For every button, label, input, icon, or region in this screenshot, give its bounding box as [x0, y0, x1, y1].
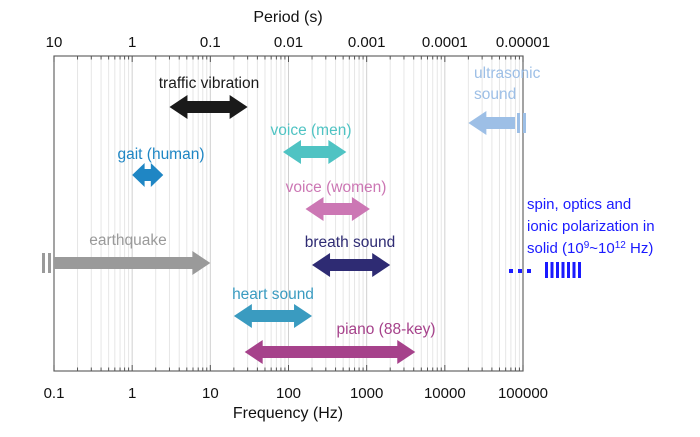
- band-tail-bar: [523, 113, 526, 133]
- top-tick-label: 0.00001: [496, 34, 550, 51]
- band-arrow: [233, 304, 313, 328]
- bottom-tick-label: 10000: [424, 385, 466, 402]
- top-tick-label: 0.0001: [422, 34, 468, 51]
- range-bar: [556, 262, 559, 278]
- side-note-line: ionic polarization in: [527, 218, 655, 235]
- bottom-axis-title: Frequency (Hz): [233, 405, 343, 422]
- ellipsis-dot: [527, 269, 531, 273]
- band-voice-women: voice (women): [286, 179, 387, 221]
- band-arrow: [54, 251, 211, 275]
- bottom-tick-label: 100: [276, 385, 301, 402]
- ellipsis-dot: [518, 269, 522, 273]
- band-breath-sound: breath sound: [305, 234, 396, 277]
- band-label: sound: [474, 86, 516, 103]
- band-label: ultrasonic: [474, 65, 541, 82]
- side-note-line: solid (109~1012 Hz): [527, 240, 653, 258]
- bottom-tick-label: 100000: [498, 385, 548, 402]
- band-arrow: [282, 140, 347, 164]
- band-label: gait (human): [117, 146, 204, 163]
- range-bar: [572, 262, 576, 278]
- side-note: spin, optics and ionic polarization in sol…: [509, 196, 655, 278]
- axis-ticks: 0.1 1 10 100 1000 10000 100000 10 1 0.1 0.01 0.001 0…: [44, 34, 551, 402]
- text-span: Hz): [626, 240, 654, 257]
- top-tick-label: 10: [46, 34, 63, 51]
- top-tick-label: 0.001: [348, 34, 386, 51]
- superscript: 12: [615, 240, 627, 251]
- bottom-tick-label: 1000: [350, 385, 383, 402]
- band-tail-bar: [517, 113, 520, 133]
- band-label: heart sound: [232, 286, 314, 303]
- bottom-tick-label: 1: [128, 385, 136, 402]
- range-bands: traffic vibration ultrasonic sound voice (m…: [42, 65, 541, 364]
- band-label: piano (88-key): [336, 321, 435, 338]
- bottom-tick-label: 10: [202, 385, 219, 402]
- range-bar: [567, 262, 570, 278]
- band-voice-men: voice (men): [271, 122, 352, 164]
- band-arrow: [132, 163, 164, 187]
- range-bar: [578, 262, 581, 278]
- band-label: voice (women): [286, 179, 387, 196]
- band-arrow: [468, 111, 515, 135]
- superscript: 9: [584, 240, 590, 251]
- text-span: solid (10: [527, 240, 584, 257]
- band-arrow: [305, 197, 370, 221]
- range-bar: [545, 262, 548, 278]
- band-tail-bar: [42, 253, 45, 273]
- band-tail-bar: [48, 253, 51, 273]
- band-ultrasonic-sound: ultrasonic sound: [468, 65, 541, 135]
- bottom-tick-label: 0.1: [44, 385, 65, 402]
- top-axis-title: Period (s): [253, 9, 322, 26]
- band-arrow: [312, 253, 391, 277]
- band-traffic-vibration: traffic vibration: [159, 75, 260, 119]
- top-tick-label: 0.01: [274, 34, 303, 51]
- band-piano-88-key: piano (88-key): [244, 321, 436, 364]
- ellipsis-dot: [509, 269, 513, 273]
- band-arrow: [169, 95, 248, 119]
- band-label: breath sound: [305, 234, 396, 251]
- side-note-line: spin, optics and: [527, 196, 631, 213]
- band-heart-sound: heart sound: [232, 286, 314, 328]
- range-bar: [561, 262, 565, 278]
- band-label: voice (men): [271, 122, 352, 139]
- band-gait-human: gait (human): [117, 146, 205, 187]
- band-arrow: [244, 340, 416, 364]
- band-label: earthquake: [89, 232, 167, 249]
- band-earthquake: earthquake: [42, 232, 211, 275]
- range-bar: [550, 262, 554, 278]
- top-tick-label: 0.1: [200, 34, 221, 51]
- band-label: traffic vibration: [159, 75, 260, 92]
- top-tick-label: 1: [128, 34, 136, 51]
- text-span: ~10: [589, 240, 614, 257]
